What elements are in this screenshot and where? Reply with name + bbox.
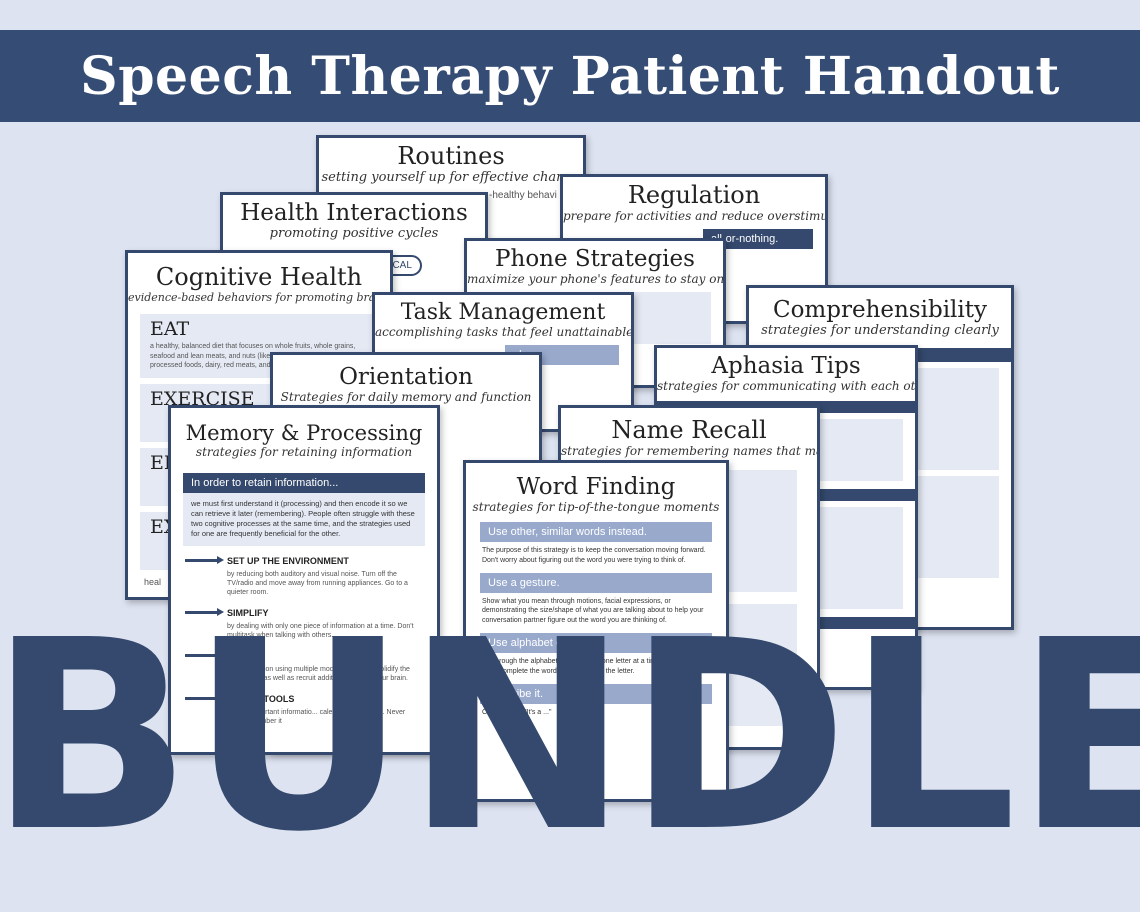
- handout-title: Aphasia Tips: [711, 353, 861, 379]
- handout-subtitle: maximize your phone's features to stay o…: [467, 272, 725, 287]
- intro-text: we must first understand it (processing)…: [191, 499, 415, 539]
- handout-title: Memory & Processing: [185, 421, 423, 445]
- section-bar: [817, 489, 915, 502]
- strategy-text: by reducing both auditory and visual noi…: [227, 570, 408, 597]
- handout-subtitle: strategies for tip-of-the-tongue moments: [472, 500, 720, 515]
- section-bar: In order to retain information...: [183, 473, 425, 494]
- handout-title: Orientation: [339, 364, 473, 390]
- section-bar: Describe it.: [480, 684, 712, 705]
- handout-subtitle: strategies for remembering names that ma…: [561, 444, 820, 459]
- handout-memory-processing: Memory & Processing strategies for retai…: [168, 405, 440, 755]
- section-bar: all-or-nothing.: [703, 229, 813, 250]
- strategy-label: UTILIZE TOOLS: [185, 693, 419, 704]
- handout-title: Phone Strategies: [495, 246, 695, 272]
- handout-title: Task Management: [400, 300, 606, 325]
- section-bar: [817, 617, 915, 630]
- handout-title: Name Recall: [611, 416, 767, 444]
- title-banner: Speech Therapy Patient Handout: [0, 30, 1140, 122]
- section-text: The purpose of this strategy is to keep …: [482, 547, 706, 564]
- section-panel: [817, 507, 903, 610]
- footer-text: heal: [144, 577, 162, 588]
- section-text: Show what you mean through motions, faci…: [482, 598, 704, 624]
- handout-subtitle: accomplishing tasks that feel unattainab…: [375, 325, 634, 340]
- strategy-label: REPEAT: [185, 650, 419, 661]
- handout-subtitle: strategies for retaining information: [195, 445, 413, 460]
- strategy-text: by dealing with only one piece of inform…: [227, 622, 414, 640]
- handout-title: Cognitive Health: [155, 263, 363, 291]
- section-text: Go through the alphabet in your head, on…: [482, 658, 701, 675]
- section-text: CATEGORY: "It's a ...": [482, 709, 552, 717]
- handout-subtitle: promoting positive cycles: [269, 226, 439, 242]
- handout-title: Health Interactions: [240, 200, 468, 226]
- bundle-wordmark: BUNDLE: [0, 584, 1140, 889]
- handout-subtitle: evidence-based behaviors for promoting b…: [128, 291, 390, 305]
- section-bar: Use a gesture.: [480, 573, 712, 594]
- handout-title: Routines: [397, 142, 505, 170]
- strategy-label: SET UP THE ENVIRONMENT: [185, 555, 419, 566]
- section-heading: EI: [150, 452, 172, 475]
- section-bar: Use other, similar words instead.: [480, 522, 712, 543]
- handout-subtitle: prepare for activities and reduce overst…: [563, 209, 828, 224]
- handout-subtitle: setting yourself up for effective change: [321, 170, 581, 186]
- strategy-label: SIMPLIFY: [185, 607, 419, 618]
- handout-subtitle: strategies for communicating with each o…: [657, 379, 918, 394]
- handout-word-finding: Word Finding strategies for tip-of-the-t…: [463, 460, 729, 802]
- section-text: a healthy, balanced diet that focuses on…: [150, 343, 358, 370]
- handout-subtitle: Strategies for daily memory and function: [280, 390, 532, 405]
- section-heading: EAT: [150, 318, 190, 341]
- strategy-text: getting important informatio... calendar…: [227, 708, 406, 726]
- section-bar: Use alphabet cues.: [480, 633, 712, 654]
- handout-title: Regulation: [627, 181, 761, 209]
- handout-title: Comprehensibility: [772, 297, 987, 323]
- strategy-text: the information using multiple modalitie…: [227, 665, 410, 683]
- section-heading: EXERCISE: [150, 388, 255, 411]
- handout-fragment: -healthy behavi: [489, 190, 557, 202]
- handout-title: Word Finding: [516, 474, 676, 500]
- banner-title: Speech Therapy Patient Handout: [80, 45, 1060, 107]
- handout-subtitle: strategies for understanding clearly: [761, 323, 999, 339]
- section-panel: [817, 419, 903, 482]
